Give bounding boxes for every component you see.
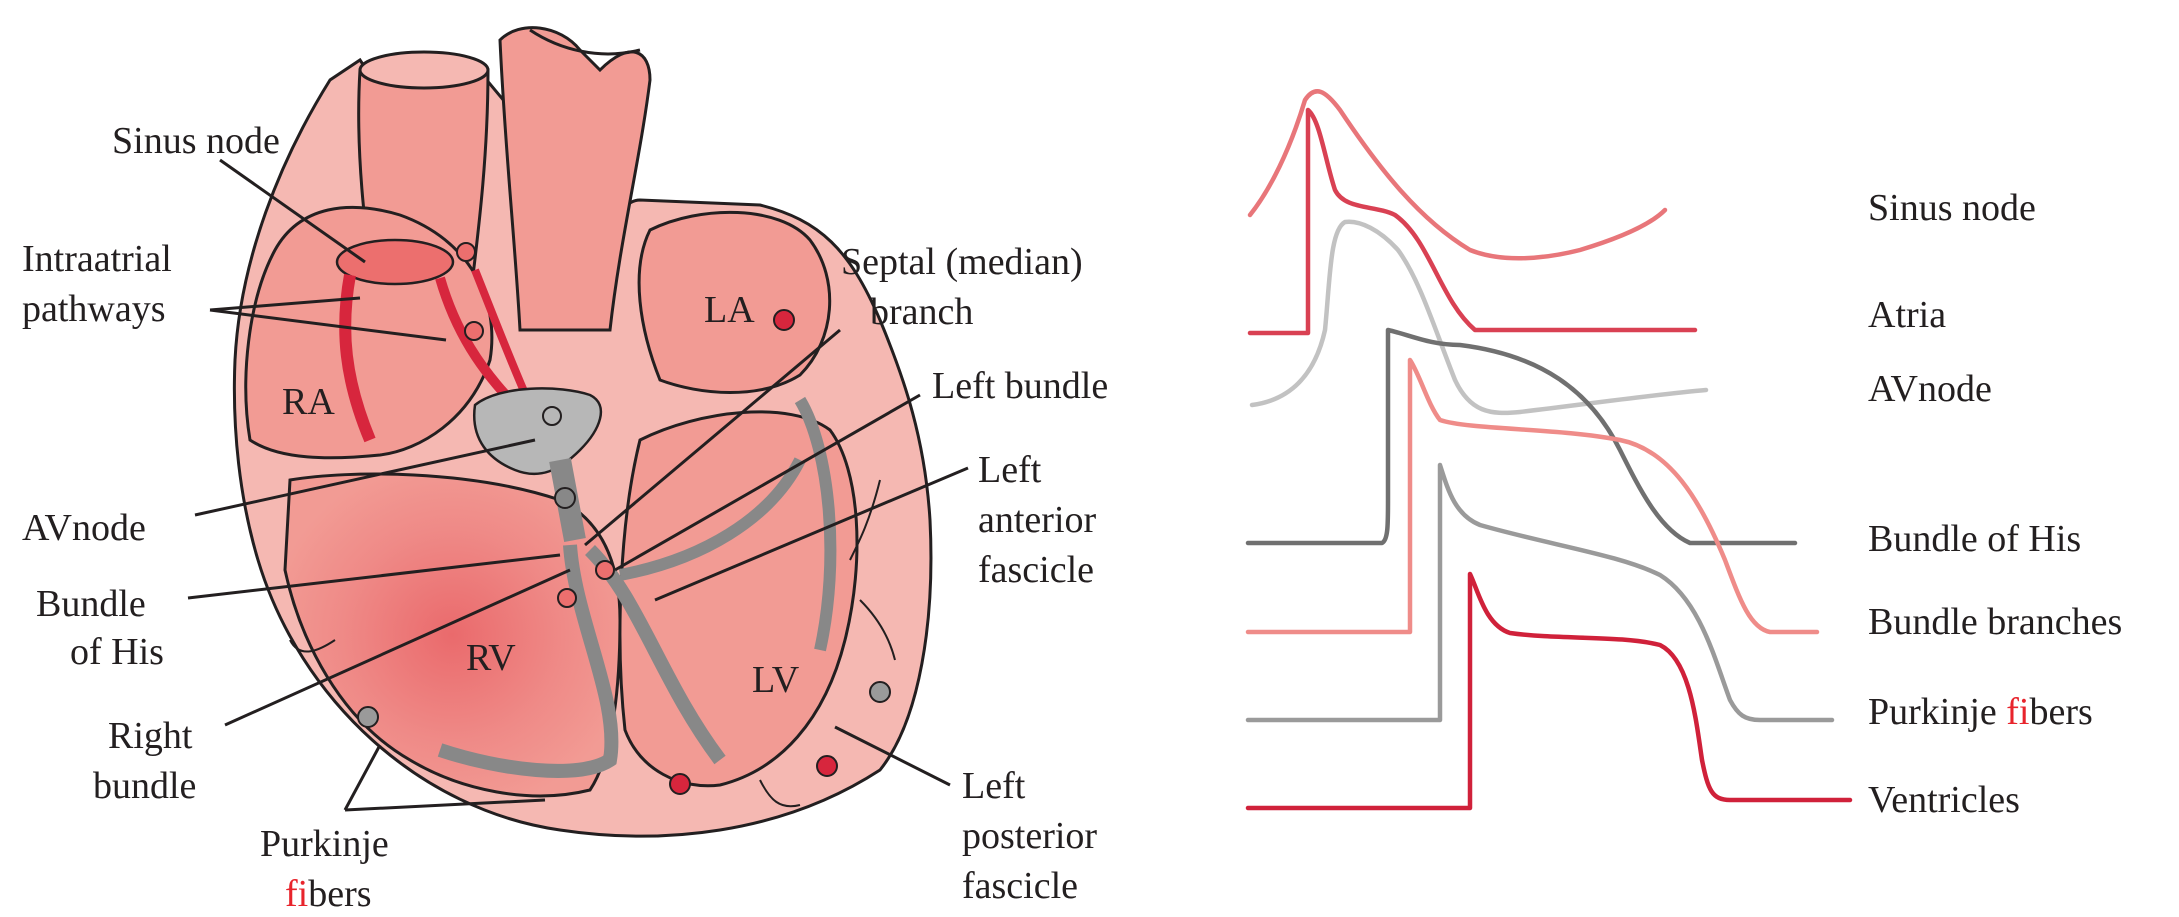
- label-lv: LV: [752, 659, 800, 701]
- label-av-node: AVnode: [22, 507, 146, 549]
- trace-bundle-branches: [1245, 357, 1820, 635]
- septal-dot-2: [557, 588, 577, 608]
- apex-red-dot: [669, 773, 691, 795]
- la-dot: [773, 309, 795, 331]
- rv-gray-dot: [357, 706, 379, 728]
- intraatrial-pathway-a: [339, 273, 376, 443]
- trace-purkinje-fibers: [1245, 462, 1835, 723]
- label-purkinje-1: Purkinje: [260, 823, 389, 865]
- label-left-anterior-3: fascicle: [978, 549, 1094, 591]
- label-rv: RV: [466, 637, 516, 679]
- trace-label-ventricles: Ventricles: [1868, 779, 2020, 821]
- heart-illustration: RA LA RV LV Sinus node Intraatrial pathw…: [22, 26, 1108, 915]
- trace-label-atria: Atria: [1868, 294, 1946, 336]
- label-left-anterior-2: anterior: [978, 499, 1097, 541]
- label-right-bundle-2: bundle: [93, 765, 196, 807]
- septal-dot-1: [595, 560, 615, 580]
- trace-label-av-node: AVnode: [1868, 368, 1992, 410]
- label-left-posterior-2: posterior: [962, 815, 1097, 857]
- label-left-anterior-1: Left: [978, 449, 1042, 491]
- trace-label-purkinje-suffix: bers: [2030, 691, 2093, 733]
- trace-av-node: [1249, 219, 1709, 416]
- av-node-dot: [542, 406, 562, 426]
- trace-label-sinus-node: Sinus node: [1868, 187, 2036, 229]
- bundle-of-his-dot: [554, 487, 576, 509]
- label-intraatrial-2: pathways: [22, 288, 166, 330]
- superior-vena-cava-opening: [358, 50, 490, 90]
- trace-labels: Sinus node Atria AVnode Bundle of His Bu…: [1868, 187, 2122, 821]
- aorta: [498, 26, 652, 332]
- label-bundle-of-his-2: of His: [70, 631, 164, 673]
- label-left-bundle: Left bundle: [932, 365, 1108, 407]
- lv-red-dot: [816, 755, 838, 777]
- lv-gray-dot: [869, 681, 891, 703]
- left-posterior-fascicle-structure: [794, 396, 837, 652]
- trace-atria: [1247, 107, 1698, 336]
- left-anterior-fascicle-structure: [618, 457, 806, 581]
- trace-bundle-of-his: [1245, 327, 1798, 546]
- label-left-posterior-1: Left: [962, 765, 1026, 807]
- label-purkinje-2-fi: fi: [285, 873, 308, 915]
- label-left-posterior-3: fascicle: [962, 865, 1078, 907]
- trace-sinus-node: [1247, 89, 1668, 261]
- sinus-node-dot: [456, 242, 476, 262]
- trace-label-bundle-branches: Bundle branches: [1868, 601, 2122, 643]
- label-purkinje-2-rest: bers: [308, 873, 371, 915]
- right-bundle-branch: [437, 544, 619, 778]
- label-bundle-of-his-1: Bundle: [36, 583, 146, 625]
- label-intraatrial-1: Intraatrial: [22, 238, 172, 280]
- trace-label-purkinje-fibers: Purkinje fibers: [1868, 691, 2093, 733]
- av-node-structure: [472, 387, 602, 476]
- intraatrial-dot: [464, 321, 484, 341]
- label-sinus-node: Sinus node: [112, 120, 280, 162]
- sinus-node-structure: [335, 238, 455, 286]
- action-potential-traces: [1245, 89, 1853, 811]
- label-septal-2: branch: [870, 291, 973, 333]
- trace-ventricles: [1245, 571, 1853, 811]
- label-ra: RA: [282, 381, 335, 423]
- leader-lines: [187, 158, 969, 812]
- purkinje-fibers-lines: [289, 479, 896, 808]
- trace-label-bundle-of-his: Bundle of His: [1868, 518, 2081, 560]
- label-right-bundle-1: Right: [108, 715, 193, 757]
- label-septal-1: Septal (median): [841, 241, 1083, 283]
- label-purkinje-2: fibers: [285, 873, 372, 915]
- aorta-opening: [529, 28, 641, 56]
- left-atrium: [637, 210, 832, 394]
- label-la: LA: [704, 289, 755, 331]
- trace-label-purkinje-fi: fi: [2006, 691, 2029, 733]
- trace-label-purkinje-prefix: Purkinje: [1868, 691, 2006, 733]
